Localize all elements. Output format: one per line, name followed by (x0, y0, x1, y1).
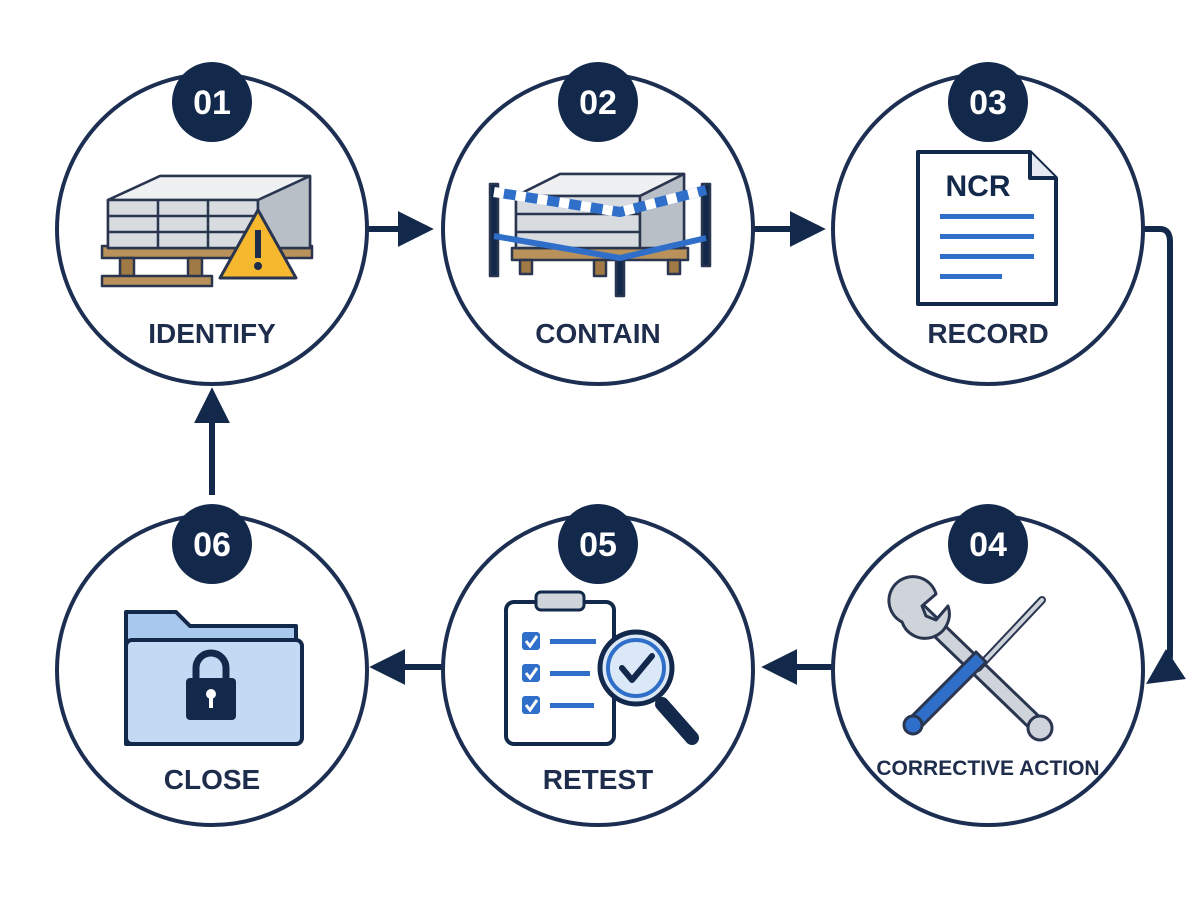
step-label: RETEST (543, 764, 653, 795)
stacked-slabs-warning-icon (100, 174, 314, 288)
step-number-badge (558, 504, 638, 584)
step-label: RECORD (927, 318, 1048, 349)
step-label: IDENTIFY (148, 318, 276, 349)
step-label: CLOSE (164, 764, 260, 795)
step-number-badge (948, 504, 1028, 584)
cordoned-slabs-icon (488, 172, 712, 298)
step-label: CORRECTIVE ACTION (876, 757, 1099, 780)
step-number: 04 (969, 526, 1007, 564)
arrow-03-to-04 (1143, 226, 1186, 684)
step-03: NCR RECORD 03 (831, 62, 1145, 386)
step-number-badge (172, 504, 252, 584)
step-number-badge (558, 62, 638, 142)
locked-folder-icon (124, 610, 304, 746)
step-label: CONTAIN (535, 318, 660, 349)
step-01: IDENTIFY 01 (55, 62, 369, 386)
step-02: CONTAIN 02 (441, 62, 755, 386)
step-number-badge (172, 62, 252, 142)
checklist-magnifier-icon (504, 590, 699, 746)
step-06: CLOSE 06 (55, 504, 369, 827)
step-number-badge (948, 62, 1028, 142)
step-number: 06 (193, 526, 231, 564)
flow-arrows (194, 211, 1186, 685)
document-title: NCR (946, 170, 1011, 203)
step-number: 03 (969, 84, 1007, 122)
step-04: CORRECTIVE ACTION 04 (831, 504, 1145, 827)
wrench-screwdriver-icon (887, 575, 1054, 742)
ncr-document-icon: NCR (916, 150, 1058, 306)
step-number: 01 (193, 84, 231, 122)
step-05: RETEST 05 (441, 504, 755, 827)
step-number: 05 (579, 526, 617, 564)
step-number: 02 (579, 84, 617, 122)
